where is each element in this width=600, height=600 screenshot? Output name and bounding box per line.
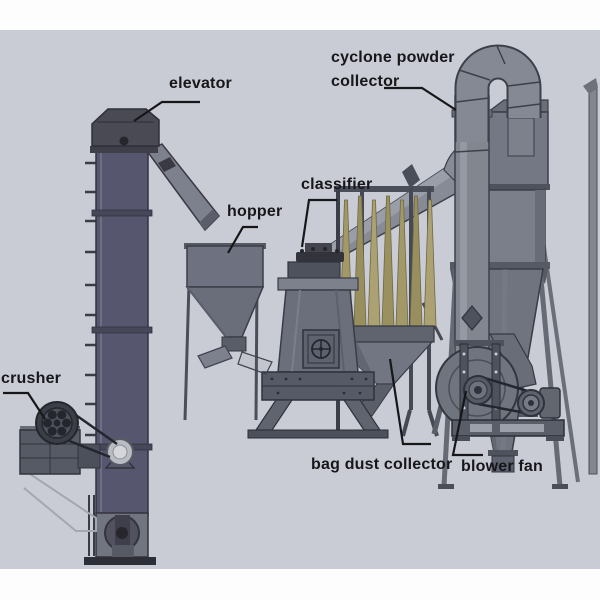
label-elevator: elevator [169,75,232,92]
filter-bags [339,195,437,327]
hopper-machine [183,243,273,421]
mill-classifier-machine [247,243,389,439]
riser-pipe [451,44,542,361]
label-cyclone-line1: cyclone powder [331,49,455,66]
label-crusher: crusher [1,370,62,387]
leader-lines [3,86,483,457]
blower-fan-machine [431,333,565,441]
crusher-machine [19,401,118,532]
label-hopper: hopper [227,203,283,220]
label-cyclone-line2: collector [331,73,400,90]
label-bag-dust-collector: bag dust collector [311,456,453,473]
label-classifier: classifier [301,176,373,193]
label-blower-fan: blower fan [461,458,544,475]
elevator-machine [84,108,221,565]
